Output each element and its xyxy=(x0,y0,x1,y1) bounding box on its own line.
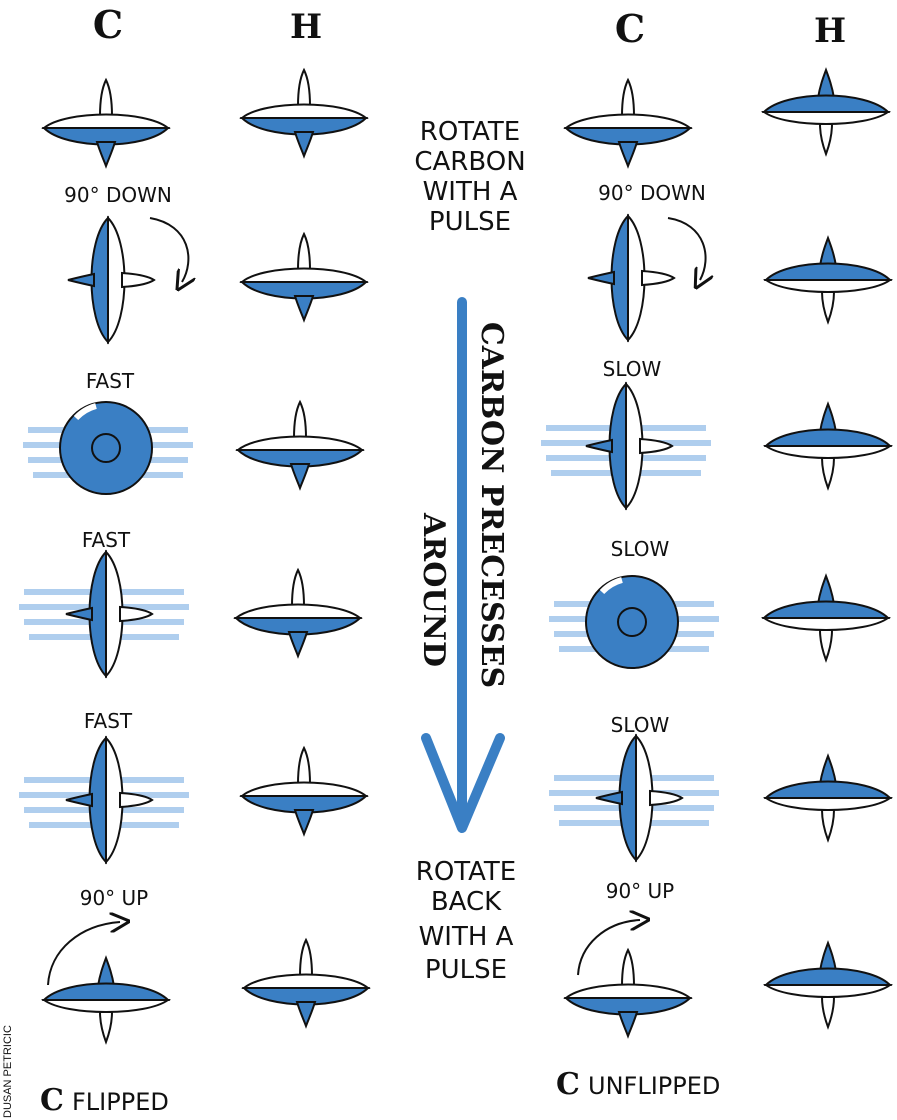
h-right-top-2 xyxy=(765,237,891,323)
h-left-top-1 xyxy=(241,69,367,157)
center-top-line-4: PULSE xyxy=(429,207,511,237)
footer-left-word: FLIPPED xyxy=(72,1088,169,1116)
center-bottom-line-3: WITH A xyxy=(419,922,514,952)
precession-arrow-head xyxy=(421,733,505,833)
right-label-2: SLOW xyxy=(603,357,662,381)
rotate-down-arrow-left xyxy=(149,217,188,282)
rotate-up-arrow-right xyxy=(577,920,640,976)
h-left-top-6 xyxy=(243,939,369,1027)
arrow-label-2: AROUND xyxy=(416,512,451,667)
header-h-left: H xyxy=(290,7,322,47)
rotate-up-arrow-left xyxy=(47,922,120,986)
header-c-left: C xyxy=(93,2,123,47)
c-left-top-2 xyxy=(67,217,155,343)
arrow-label-1: CARBON PRECESSES xyxy=(474,322,509,688)
footer-right-word: UNFLIPPED xyxy=(588,1072,720,1100)
h-right-top-4 xyxy=(763,575,889,661)
c-right-top-3 xyxy=(585,383,673,509)
center-top-line-2: CARBON xyxy=(414,147,525,177)
h-right-top-5 xyxy=(765,755,891,841)
c-left-top-1 xyxy=(43,79,169,167)
header-c-right: C xyxy=(615,6,645,51)
right-label-5: 90° UP xyxy=(606,879,675,903)
h-left-top-4 xyxy=(235,569,361,657)
c-right-top-5 xyxy=(595,735,683,861)
footer-left-c: C xyxy=(40,1083,64,1118)
c-right-top-6 xyxy=(565,949,691,1037)
right-label-4: SLOW xyxy=(611,713,670,737)
illustrator-credit: DUSAN PETRICIC xyxy=(2,1025,14,1118)
c-right-top-1 xyxy=(565,79,691,167)
h-right-top-1 xyxy=(763,69,889,155)
h-right-top-3 xyxy=(765,403,891,489)
right-label-1: 90° DOWN xyxy=(598,181,706,205)
c-right-top-2 xyxy=(587,215,675,341)
rotate-down-arrow-right xyxy=(667,217,706,280)
center-top-line-3: WITH A xyxy=(423,177,518,207)
c-left-top-6 xyxy=(43,957,169,1043)
h-left-top-3 xyxy=(237,401,363,489)
h-left-top-2 xyxy=(241,233,367,321)
left-label-4: FAST xyxy=(84,709,133,733)
c-left-top-5 xyxy=(65,737,153,863)
c-left-top-3 xyxy=(60,402,152,494)
c-right-top-4 xyxy=(586,576,678,668)
center-top-line-1: ROTATE xyxy=(420,117,520,147)
center-bottom-line-1: ROTATE xyxy=(416,857,516,887)
left-label-5: 90° UP xyxy=(80,886,149,910)
left-label-3: FAST xyxy=(82,528,131,552)
h-right-top-6 xyxy=(765,942,891,1028)
footer-right-c: C xyxy=(556,1067,580,1102)
left-label-1: 90° DOWN xyxy=(64,183,172,207)
left-label-2: FAST xyxy=(86,369,135,393)
center-bottom-line-4: PULSE xyxy=(425,955,507,985)
center-bottom-line-2: BACK xyxy=(431,887,502,917)
right-label-3: SLOW xyxy=(611,537,670,561)
c-left-top-4 xyxy=(65,551,153,677)
header-h-right: H xyxy=(814,11,846,51)
h-left-top-5 xyxy=(241,747,367,835)
